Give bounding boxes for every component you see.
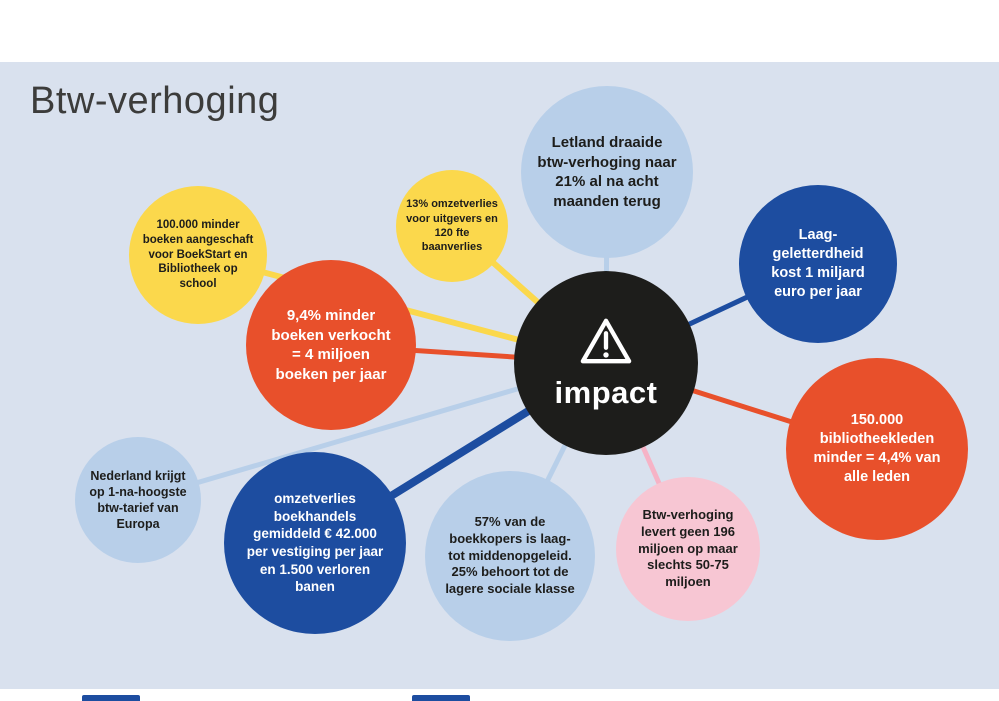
- bubble-uitgevers: 13% omzetverlies voor uitgevers en 120 f…: [396, 170, 508, 282]
- bubble-minder-boeken-text: 9,4% minder boeken verkocht = 4 miljoen …: [271, 307, 391, 383]
- bubble-minder-boeken: 9,4% minder boeken verkocht = 4 miljoen …: [246, 260, 416, 430]
- bubble-uitgevers-text: 13% omzetverlies voor uitgevers en 120 f…: [406, 198, 498, 254]
- impact-center-node: impact: [514, 271, 698, 455]
- bubble-omzetverlies-text: omzetverlies boekhandels gemiddeld € 42.…: [246, 491, 384, 595]
- bubble-nederland-text: Nederland krijgt op 1-na-hoogste btw-tar…: [89, 468, 187, 532]
- bubble-bibliotheekleden-text: 150.000 bibliotheekleden minder = 4,4% v…: [813, 412, 941, 485]
- bubble-nederland: Nederland krijgt op 1-na-hoogste btw-tar…: [75, 437, 201, 563]
- bubble-bibliotheekleden: 150.000 bibliotheekleden minder = 4,4% v…: [786, 358, 968, 540]
- warning-triangle-icon: [580, 318, 632, 364]
- bubble-boekkopers: 57% van de boekkopers is laag- tot midde…: [425, 471, 595, 641]
- clipped-logo-mark: [82, 695, 140, 701]
- bubble-boekstart: 100.000 minder boeken aangeschaft voor B…: [129, 186, 267, 324]
- bubble-letland: Letland draaide btw-verhoging naar 21% a…: [521, 86, 693, 258]
- bubble-opbrengst: Btw-verhoging levert geen 196 miljoen op…: [616, 477, 760, 621]
- bubble-boekstart-text: 100.000 minder boeken aangeschaft voor B…: [142, 218, 254, 291]
- page-title: Btw-verhoging: [30, 80, 280, 122]
- bubble-letland-text: Letland draaide btw-verhoging naar 21% a…: [537, 134, 677, 210]
- bubble-laaggeletterdheid: Laag-geletterdheid kost 1 miljard euro p…: [739, 185, 897, 343]
- clipped-logo-mark: [412, 695, 470, 701]
- bubble-boekkopers-text: 57% van de boekkopers is laag- tot midde…: [445, 513, 575, 597]
- bubble-omzetverlies: omzetverlies boekhandels gemiddeld € 42.…: [224, 452, 406, 634]
- bubble-laaggeletterdheid-text: Laag-geletterdheid kost 1 miljard euro p…: [771, 227, 865, 300]
- bubble-opbrengst-text: Btw-verhoging levert geen 196 miljoen op…: [638, 506, 738, 590]
- impact-label: impact: [554, 375, 658, 410]
